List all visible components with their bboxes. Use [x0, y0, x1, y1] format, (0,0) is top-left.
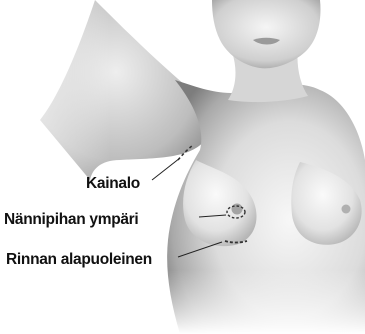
- label-areola: Nännipihan ympäri: [4, 211, 138, 228]
- nipple-right: [342, 205, 351, 214]
- face: [212, 0, 320, 68]
- axilla-leader: [152, 158, 180, 180]
- nipple-left: [232, 204, 243, 215]
- label-inframammary: Rinnan alapuoleinen: [6, 251, 152, 268]
- label-axilla: Kainalo: [86, 175, 140, 192]
